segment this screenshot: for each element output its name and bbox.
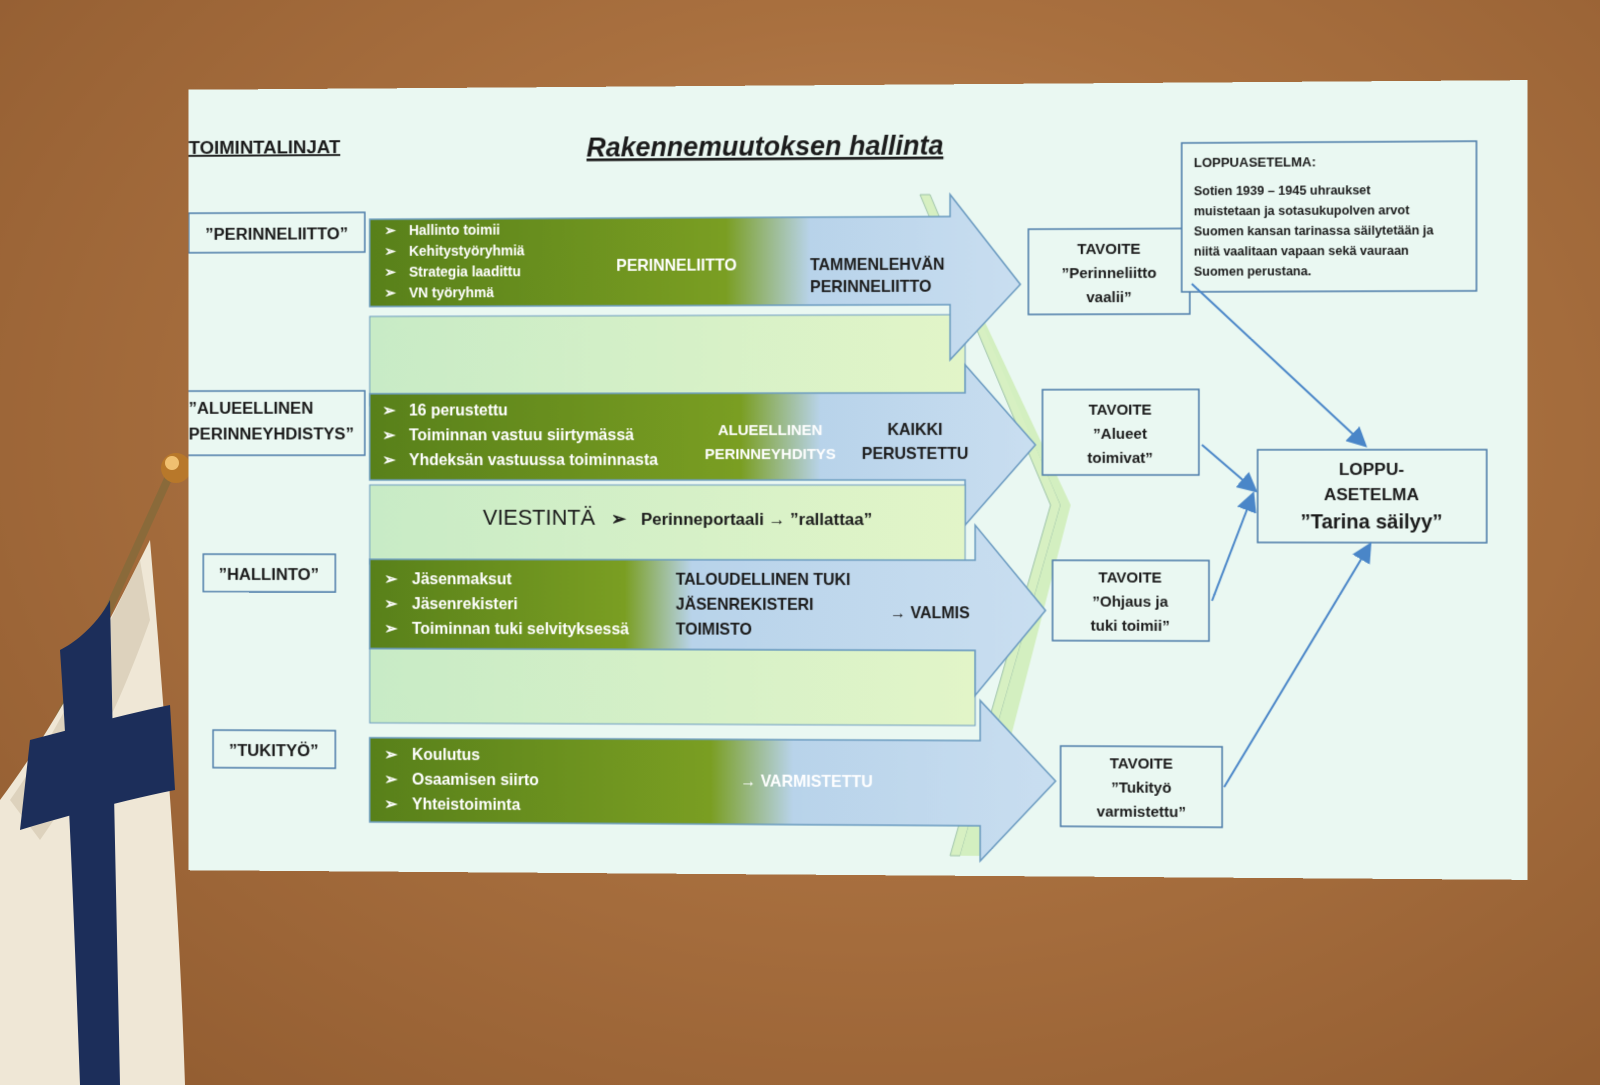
line-label-perinneliitto: ”PERINNELIITTO” (205, 224, 348, 244)
slide-title: Rakennemuutoksen hallinta (587, 130, 944, 162)
result-row2-line1: KAIKKI (887, 422, 942, 439)
goal-box-row1 (1028, 228, 1189, 314)
middle-label-row3-2: JÄSENREKISTERI (676, 596, 814, 614)
svg-text:Toiminnan vastuu siirtymässä: Toiminnan vastuu siirtymässä (409, 427, 634, 444)
svg-text:Jäsenrekisteri: Jäsenrekisteri (412, 596, 518, 613)
result-row3: → VALMIS (890, 605, 970, 622)
communication-band (370, 485, 965, 565)
svg-text:Yhteistoiminta: Yhteistoiminta (412, 796, 521, 814)
arrow-row4 (370, 698, 1056, 861)
svg-text:Hallinto toimii: Hallinto toimii (409, 222, 500, 238)
svg-text:➢: ➢ (384, 285, 396, 301)
goal-row3-line3: tuki toimii” (1091, 619, 1170, 635)
goal-row4-line1: TAVOITE (1110, 756, 1173, 773)
end-state-text-2: muistetaan ja sotasukupolven arvot (1194, 203, 1410, 218)
svg-text:Kehitystyöryhmiä: Kehitystyöryhmiä (409, 242, 525, 258)
goal-row3-line2: ”Ohjaus ja (1092, 594, 1168, 610)
goal-row4-line2: ”Tukityö (1111, 780, 1171, 797)
arrow-row1 (370, 194, 1021, 361)
svg-text:16 perustettu: 16 perustettu (409, 402, 508, 419)
svg-text:➢: ➢ (382, 427, 396, 444)
line-label-box-alueellinen (189, 391, 365, 456)
final-box-line1: LOPPU- (1339, 460, 1404, 479)
item-list-row3: ➢ Jäsenmaksut ➢ Jäsenrekisteri ➢ Toiminnan … (384, 571, 629, 638)
arrow-row2 (370, 365, 1036, 526)
goal-row1-line1: TAVOITE (1077, 242, 1140, 258)
svg-text:➢: ➢ (382, 452, 396, 469)
middle-label-row3-1: TALOUDELLINEN TUKI (676, 572, 851, 589)
svg-text:➢: ➢ (382, 403, 396, 420)
svg-text:Osaamisen siirto: Osaamisen siirto (412, 772, 539, 790)
goal-row2-line3: toimivat” (1087, 451, 1153, 467)
finnish-flag-icon (0, 540, 185, 1085)
line-label-box-hallinto (203, 554, 335, 592)
result-row1-line1: TAMMENLEHVÄN (810, 256, 945, 275)
svg-text:➢: ➢ (384, 596, 398, 613)
middle-label-row3-3: TOIMISTO (676, 621, 752, 638)
arrow-row3 (370, 525, 1046, 696)
svg-text:➢: ➢ (384, 222, 396, 238)
line-label-box-perinneliitto (189, 212, 365, 252)
final-box (1258, 450, 1487, 543)
svg-text:➢: ➢ (384, 771, 398, 788)
band-row3 (370, 649, 975, 726)
goal-box-row4 (1061, 746, 1223, 827)
middle-label-row2-2: PERINNEYHDITYS (705, 447, 836, 463)
final-box-line2: ASETELMA (1324, 485, 1419, 504)
svg-text:➢: ➢ (384, 243, 396, 259)
svg-text:➢: ➢ (384, 264, 396, 280)
end-state-text-5: Suomen perustana. (1194, 264, 1311, 279)
final-box-line3: ”Tarina säilyy” (1300, 511, 1442, 533)
goal-row2-line1: TAVOITE (1088, 402, 1151, 418)
goal-row2-line2: ”Alueet (1093, 427, 1147, 443)
middle-label-row1: PERINNELIITTO (616, 257, 736, 275)
svg-text:➢: ➢ (384, 747, 398, 764)
end-state-heading: LOPPUASETELMA: (1194, 154, 1316, 170)
end-state-box (1182, 141, 1477, 292)
line-label-tukityo: ”TUKITYÖ” (229, 741, 319, 760)
line-label-box-tukityo (213, 730, 335, 768)
item-list-row4: ➢ Koulutus ➢ Osaamisen siirto ➢ Yhteistoimi… (384, 747, 539, 814)
communication-label: VIESTINTÄ (483, 505, 596, 530)
svg-text:Toiminnan tuki selvityksessä: Toiminnan tuki selvityksessä (412, 621, 629, 639)
line-label-alueellinen-1: ”ALUEELLINEN (189, 399, 314, 418)
communication-text: Perinneportaali → ”rallattaa” (641, 510, 872, 529)
end-state-text-3: Suomen kansan tarinassa säilytetään ja (1194, 223, 1434, 238)
goal-row3-line1: TAVOITE (1099, 570, 1162, 586)
item-list-row1: ➢ Hallinto toimii ➢ Kehitystyöryhmiä ➢ Stra… (384, 222, 525, 301)
goal-row4-line3: varmistettu” (1097, 804, 1186, 821)
svg-text:Koulutus: Koulutus (412, 747, 480, 764)
svg-text:➢: ➢ (384, 621, 398, 638)
middle-label-row2-1: ALUEELLINEN (718, 423, 823, 439)
goal-box-row3 (1053, 560, 1209, 641)
svg-text:➢: ➢ (384, 571, 398, 588)
presentation-slide: TOIMINTALINJAT Rakennemuutoksen hallinta… (189, 80, 1528, 880)
svg-text:Yhdeksän vastuussa toiminnasta: Yhdeksän vastuussa toiminnasta (409, 452, 658, 469)
result-row1-line2: PERINNELIITTO (810, 279, 931, 297)
svg-text:VN työryhmä: VN työryhmä (409, 284, 494, 300)
svg-text:Strategia laadittu: Strategia laadittu (409, 263, 521, 279)
end-state-text-1: Sotien 1939 – 1945 uhraukset (1194, 183, 1371, 198)
svg-text:Jäsenmaksut: Jäsenmaksut (412, 571, 512, 588)
line-label-hallinto: ”HALLINTO” (219, 565, 319, 584)
goal-box-row2 (1042, 389, 1198, 475)
end-state-text-4: niitä vaalitaan vapaan sekä vauraan (1194, 244, 1409, 259)
goal-row1-line3: vaalii” (1086, 290, 1131, 306)
result-row2-line2: PERUSTETTU (862, 446, 969, 463)
band-row1 (370, 315, 965, 406)
left-heading: TOIMINTALINJAT (189, 136, 341, 158)
svg-text:➢: ➢ (384, 796, 398, 813)
goal-row1-line2: ”Perinneliitto (1062, 266, 1157, 283)
item-list-row2: ➢ 16 perustettu ➢ Toiminnan vastuu siirtym… (382, 402, 658, 469)
result-row4: → VARMISTETTU (740, 773, 873, 791)
line-label-alueellinen-2: PERINNEYHDISTYS” (189, 424, 354, 443)
communication-arrow-icon: ➢ (611, 509, 627, 529)
